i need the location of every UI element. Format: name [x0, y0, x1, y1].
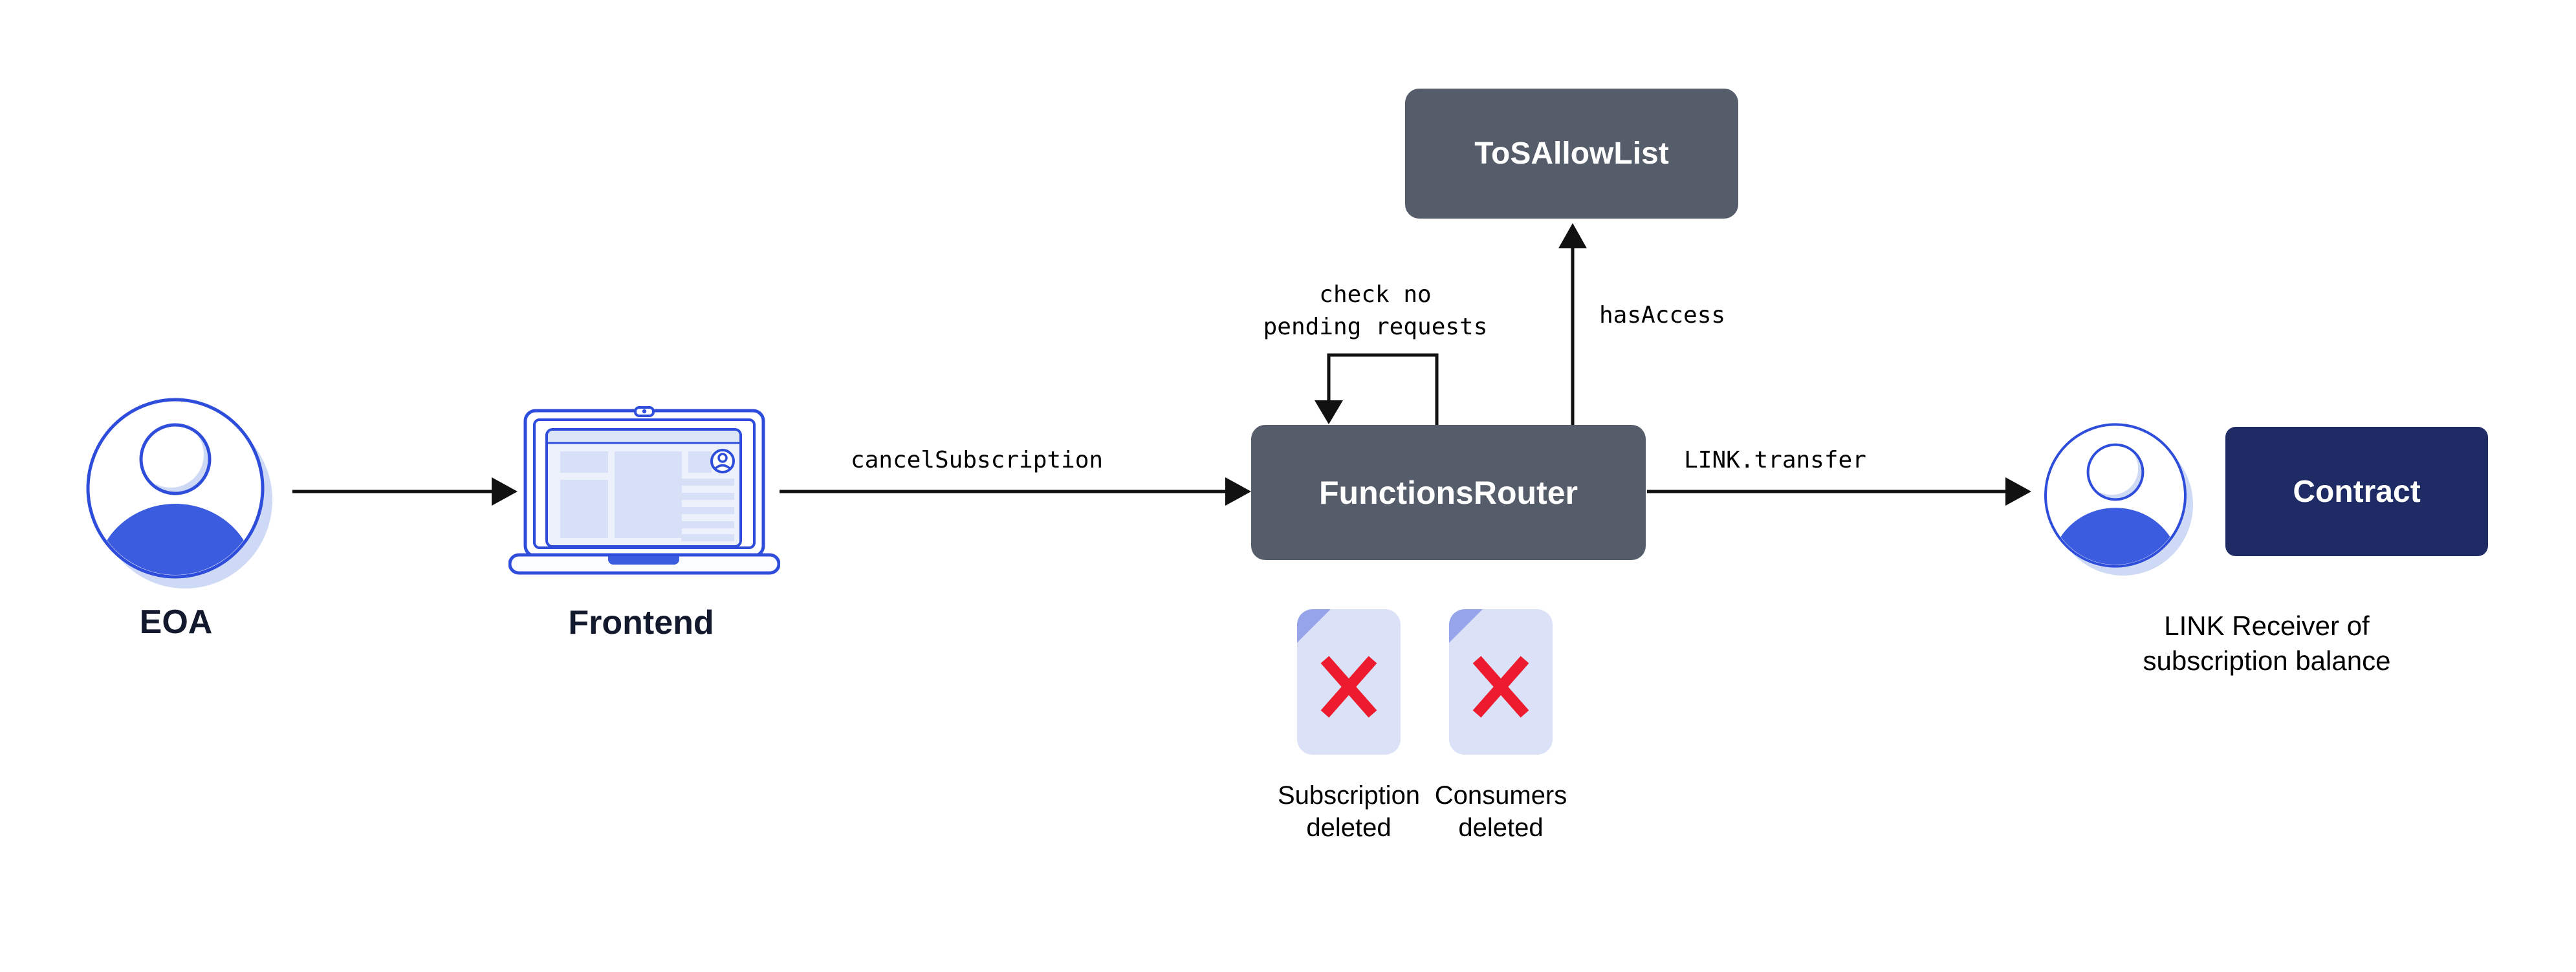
red-x-icon	[1320, 656, 1377, 718]
subscription-deleted-document-icon	[1297, 609, 1401, 755]
subscription-deleted-caption: Subscription deleted	[1277, 781, 1421, 842]
red-x-icon	[1472, 656, 1529, 718]
avatar-icon	[710, 449, 735, 473]
frontend-label: Frontend	[568, 604, 714, 642]
arrowhead	[2005, 477, 2031, 506]
arrowhead	[1558, 223, 1587, 248]
consumers-deleted-caption: Consumers deleted	[1434, 781, 1567, 842]
folded-corner	[1449, 609, 1483, 643]
contract-node: Contract	[2225, 427, 2488, 556]
eoa-user-icon	[85, 391, 279, 605]
folded-corner	[1297, 609, 1331, 643]
arrowhead	[492, 477, 518, 506]
eoa-label: EOA	[139, 603, 213, 641]
link-receiver-caption: LINK Receiver of subscription balance	[2143, 610, 2391, 676]
edge-label-check-no-pending: check no pending requests	[1263, 281, 1488, 340]
functions-router-node: FunctionsRouter	[1251, 425, 1646, 560]
edge-label-link-transfer: LINK.transfer	[1684, 447, 1866, 473]
tos-allow-list-node: ToSAllowList	[1405, 89, 1738, 219]
contract-label: Contract	[2293, 474, 2421, 509]
arrow-self-loop	[1327, 353, 1439, 425]
functions-router-label: FunctionsRouter	[1319, 474, 1578, 511]
tos-allow-list-label: ToSAllowList	[1474, 136, 1669, 171]
frontend-laptop-icon	[508, 406, 780, 581]
consumers-deleted-document-icon	[1449, 609, 1553, 755]
link-receiver-user-icon	[2043, 418, 2198, 589]
edge-label-has-access: hasAccess	[1599, 302, 1726, 329]
arrowhead	[1315, 400, 1343, 424]
edge-label-cancel-subscription: cancelSubscription	[850, 447, 1104, 473]
arrowhead	[1225, 477, 1251, 506]
